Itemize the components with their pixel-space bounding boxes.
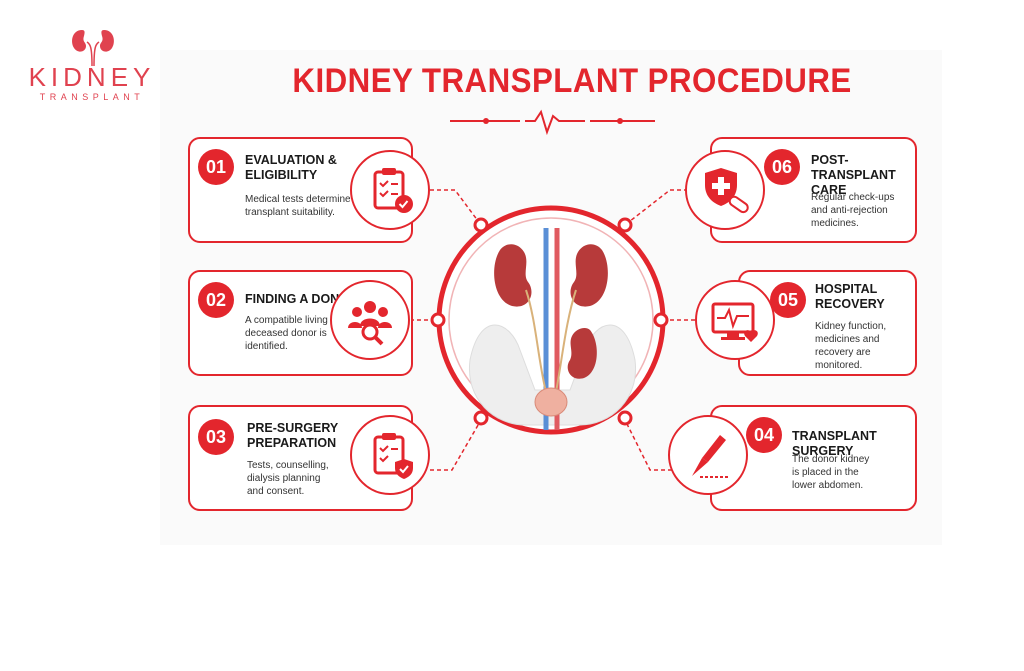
step-description: Medical tests determine transplant suita… bbox=[245, 194, 351, 218]
central-kidney-illustration bbox=[436, 205, 666, 435]
step-title: TRANSPLANT SURGERY bbox=[792, 429, 877, 458]
step-title: PRE-SURGERY PREPARATION bbox=[247, 421, 339, 450]
step-title: EVALUATION & ELIGIBILITY bbox=[245, 153, 337, 182]
logo-wordmark: KIDNEY bbox=[28, 62, 156, 92]
step-number: 03 bbox=[198, 419, 234, 455]
clipboard-shield-icon bbox=[350, 415, 430, 495]
step-number: 05 bbox=[770, 282, 806, 318]
people-search-icon bbox=[330, 280, 410, 360]
step-description: Kidney function, medicines and recovery … bbox=[815, 321, 887, 371]
step-number: 06 bbox=[764, 149, 800, 185]
step-card-05: 05 HOSPITAL RECOVERY Kidney function, me… bbox=[738, 270, 917, 376]
step-description: Regular check-ups and anti-rejection med… bbox=[811, 192, 895, 229]
step-number: 04 bbox=[746, 417, 782, 453]
kidney-logo-icon bbox=[72, 30, 114, 66]
logo-subtitle: TRANSPLANT bbox=[39, 92, 145, 102]
page-title: KIDNEY TRANSPLANT PROCEDURE bbox=[292, 62, 852, 100]
heartbeat-divider bbox=[450, 109, 655, 136]
connector-dots bbox=[430, 217, 669, 426]
step-description: A compatible living or deceased donor is… bbox=[245, 315, 340, 352]
step-number: 02 bbox=[198, 282, 234, 318]
step-description: The donor kidney is placed in the lower … bbox=[792, 454, 870, 491]
step-number: 01 bbox=[198, 149, 234, 185]
monitor-heart-icon bbox=[695, 280, 775, 360]
step-title: HOSPITAL RECOVERY bbox=[815, 282, 885, 311]
shield-pill-icon bbox=[685, 150, 765, 230]
step-title: POST-TRANSPLANT CARE bbox=[811, 153, 896, 197]
scalpel-icon bbox=[668, 415, 748, 495]
kidney-transplant-logo: KIDNEY TRANSPLANT bbox=[22, 26, 162, 106]
clipboard-check-icon bbox=[350, 150, 430, 230]
step-description: Tests, counselling, dialysis planning an… bbox=[247, 460, 329, 497]
